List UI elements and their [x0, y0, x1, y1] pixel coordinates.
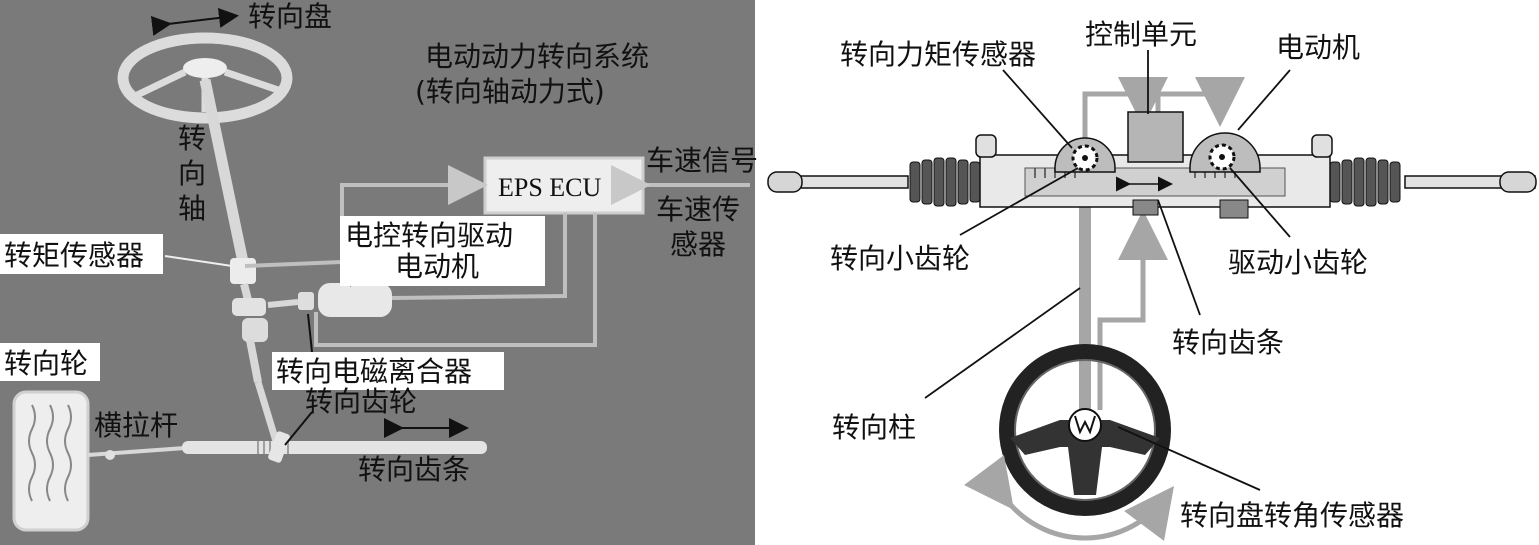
torque-sensor-label: 转矩传感器 [4, 239, 144, 272]
clutch-drawing [232, 298, 266, 316]
column-label: 转向柱 [832, 411, 916, 444]
clutch-label: 转向电磁离合器 [276, 355, 472, 388]
motor-drawing [318, 283, 392, 317]
control-unit-drawing [1128, 112, 1183, 162]
right-panel: 控制单元 转向力矩传感器 电动机 转向小齿轮 驱动小齿轮 转向齿条 转向柱 转向… [768, 18, 1536, 538]
left-panel: 转向盘 电动动力转向系统 (转向轴动力式) 转 向 轴 EPS ECU 转矩传感… [0, 0, 758, 545]
bellows-left [910, 158, 980, 206]
vw-logo [1069, 409, 1101, 441]
system-title-line1: 电动动力转向系统 [425, 40, 649, 73]
steering-pinion-label: 转向小齿轮 [830, 242, 970, 275]
angle-sensor-label: 转向盘转角传感器 [1180, 499, 1404, 532]
motor-right-label: 电动机 [1276, 31, 1360, 64]
rack-right-label: 转向齿条 [1172, 326, 1284, 359]
torque-sensor-right-label: 转向力矩传感器 [840, 38, 1036, 71]
tie-rod-label: 横拉杆 [94, 409, 178, 442]
vehicle-speed-sensor-label-1: 车速传 [656, 193, 740, 226]
system-title-line2: (转向轴动力式) [415, 75, 605, 108]
steered-wheel-label: 转向轮 [4, 347, 88, 380]
rack-label: 转向齿条 [358, 453, 470, 486]
steering-shaft-label-2: 向 [178, 157, 206, 190]
motor-label-line1: 电控转向驱动 [345, 219, 513, 252]
steered-wheel-drawing [14, 392, 88, 530]
ecu-label: EPS ECU [498, 173, 602, 202]
torque-sensor-drawing [230, 258, 256, 284]
steering-shaft-label-1: 转 [178, 122, 206, 155]
drive-pinion-label: 驱动小齿轮 [1228, 246, 1368, 279]
bellows-right [1330, 158, 1400, 206]
steering-shaft-label-3: 轴 [178, 192, 206, 225]
vehicle-speed-signal-label: 车速信号 [646, 144, 758, 177]
control-unit-label: 控制单元 [1085, 18, 1197, 51]
steering-wheel-label: 转向盘 [248, 0, 332, 33]
vehicle-speed-sensor-label-2: 感器 [670, 228, 726, 261]
pinion-label: 转向齿轮 [305, 385, 417, 418]
motor-label-line2: 电动机 [395, 250, 479, 283]
